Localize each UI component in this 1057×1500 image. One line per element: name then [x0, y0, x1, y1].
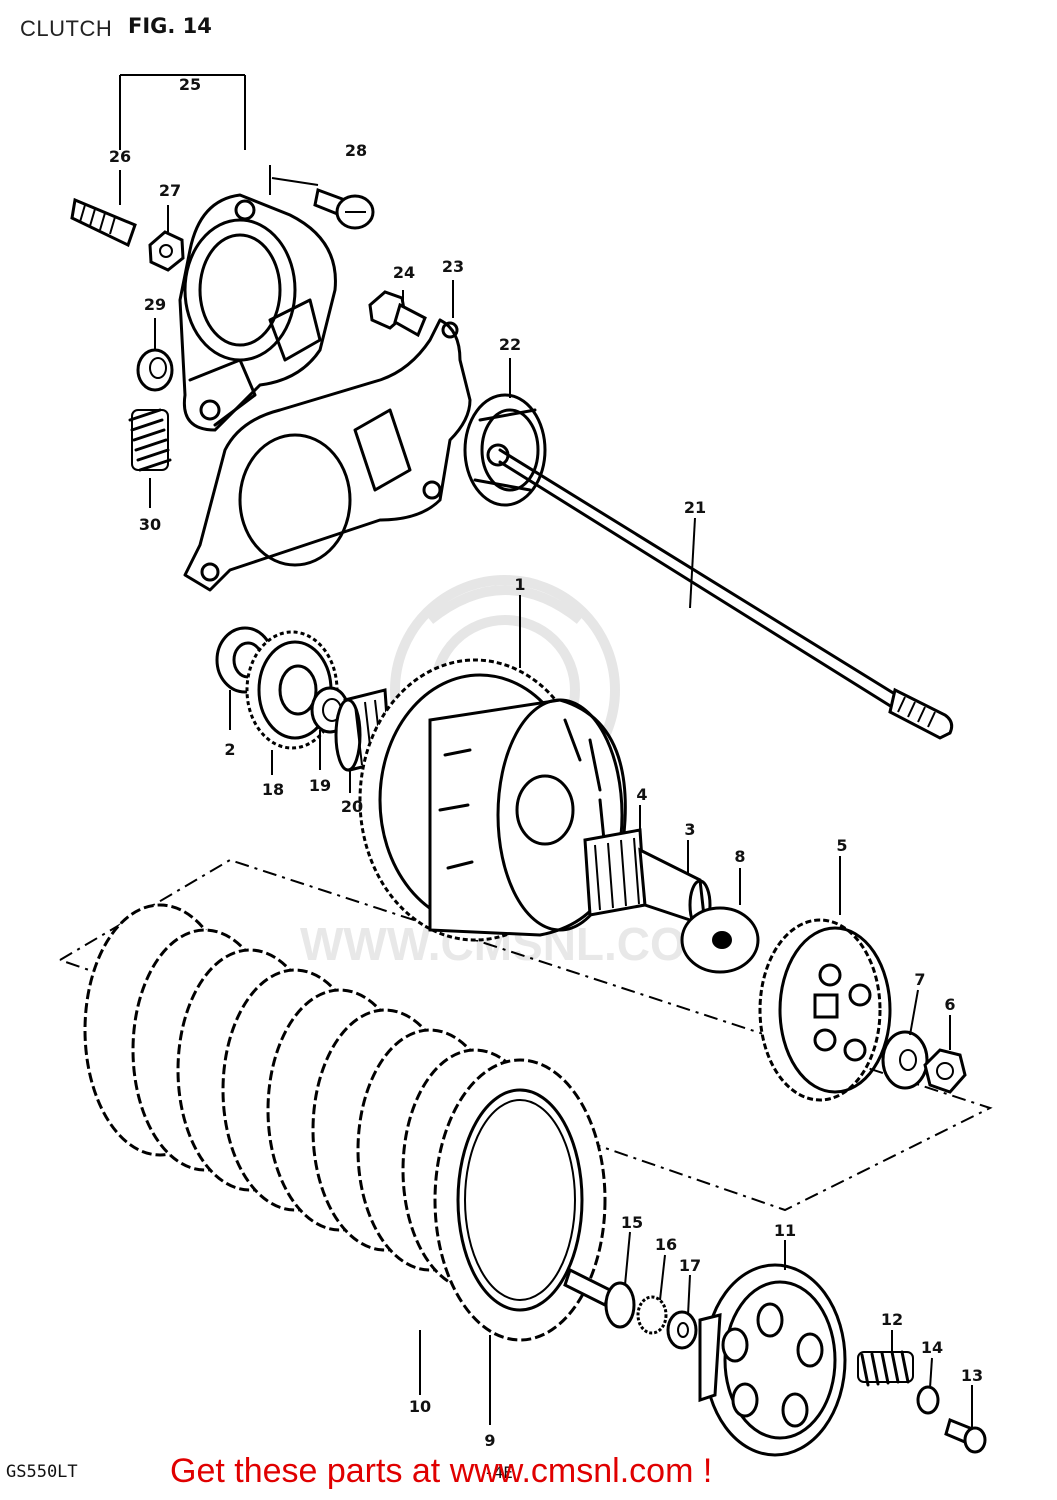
callout-10: 10	[409, 1397, 431, 1416]
screw-28	[313, 187, 375, 230]
callout-5: 5	[836, 836, 847, 855]
bolt-13	[944, 1417, 987, 1454]
callout-24: 24	[393, 263, 415, 282]
callout-27: 27	[159, 181, 181, 200]
thrust-washer-8	[680, 906, 760, 974]
nut-27	[148, 230, 185, 272]
washer-16	[636, 1295, 668, 1335]
callout-20: 20	[341, 797, 363, 816]
bolt-24	[368, 290, 427, 338]
callout-17: 17	[679, 1256, 701, 1275]
cmsnl-parts-link[interactable]: Get these parts at www.cmsnl.com !	[170, 1452, 713, 1490]
callout-4: 4	[636, 785, 647, 804]
callout-19: 19	[309, 776, 331, 795]
callout-21: 21	[684, 498, 706, 517]
lock-washer-7	[881, 1030, 929, 1090]
screw-26	[70, 197, 137, 248]
callout-6: 6	[944, 995, 955, 1014]
model-code: GS550LT	[6, 1462, 78, 1482]
callout-8: 8	[734, 847, 745, 866]
clutch-plate-stack	[83, 903, 607, 1342]
callout-2: 2	[224, 740, 235, 759]
callout-25: 25	[179, 75, 201, 94]
callout-16: 16	[655, 1235, 677, 1254]
release-bearing-15	[563, 1267, 636, 1329]
page-number: -4E	[484, 1463, 513, 1482]
bearing-4	[583, 828, 647, 917]
push-rod-21	[498, 448, 954, 740]
page-title: CLUTCH	[20, 16, 113, 41]
clutch-housing-1	[358, 658, 627, 942]
callout-18: 18	[262, 780, 284, 799]
pressure-plate-11	[698, 1263, 847, 1457]
callout-labels: 1 2 3 4 5 6 7 8 9 10 11 12 13 14 15 16 1…	[109, 75, 983, 1450]
callout-14: 14	[921, 1338, 943, 1357]
spring-30	[128, 408, 172, 472]
nut-6	[923, 1048, 967, 1094]
spring-12	[857, 1350, 914, 1387]
figure-number: FIG. 14	[128, 14, 212, 38]
callout-13: 13	[961, 1366, 983, 1385]
callout-28: 28	[345, 141, 367, 160]
washer-14	[916, 1385, 940, 1415]
clutch-release-assembly	[178, 193, 337, 432]
gasket-23	[183, 318, 472, 592]
callout-12: 12	[881, 1310, 903, 1329]
callout-23: 23	[442, 257, 464, 276]
callout-7: 7	[914, 970, 925, 989]
push-piece-22	[463, 393, 547, 507]
callout-1: 1	[514, 575, 525, 594]
callout-3: 3	[684, 820, 695, 839]
callout-29: 29	[144, 295, 166, 314]
collar-29	[136, 348, 174, 392]
clutch-hub-5	[758, 918, 892, 1102]
callout-26: 26	[109, 147, 131, 166]
washer-17	[666, 1310, 698, 1350]
callout-11: 11	[774, 1221, 796, 1240]
callout-30: 30	[139, 515, 161, 534]
callout-22: 22	[499, 335, 521, 354]
callout-15: 15	[621, 1213, 643, 1232]
callout-9: 9	[484, 1431, 495, 1450]
leader-lines	[119, 165, 973, 1428]
